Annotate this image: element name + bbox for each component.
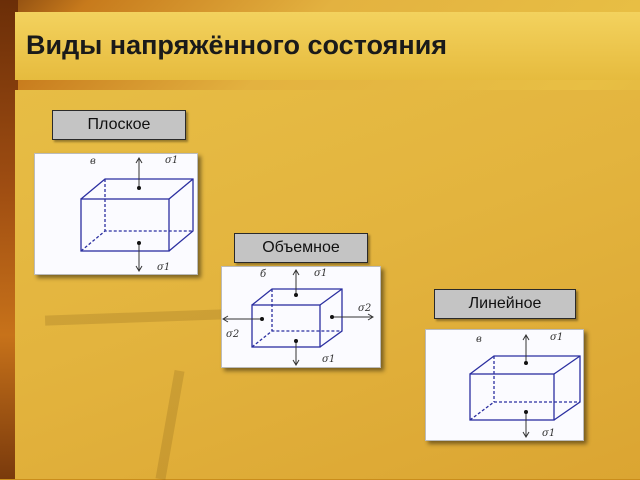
figure-letter: б [260, 269, 267, 280]
cube-edges [469, 355, 581, 421]
sigma-bottom: σ1 [322, 354, 335, 365]
figure-letter: в [90, 156, 96, 167]
stress-point [294, 339, 298, 343]
cube-edges [251, 288, 343, 348]
stress-arrows [522, 334, 530, 438]
label-lineinoe: Линейное [434, 289, 576, 319]
label-ploskoe: Плоское [52, 110, 186, 140]
stress-point [330, 315, 334, 319]
label-text: Объемное [262, 239, 340, 256]
sigma-bottom: σ1 [157, 262, 170, 273]
label-obemnoe: Объемное [234, 233, 368, 263]
figure-linear-stress: в σ1 σ1 [425, 329, 584, 441]
decorative-strip [0, 0, 18, 479]
stress-point [260, 317, 264, 321]
figure-volume-stress: б σ1 σ1 σ2 σ2 [221, 266, 381, 368]
cube-edges [80, 178, 194, 252]
sigma-top: σ1 [165, 155, 178, 166]
title-bar [15, 12, 640, 80]
stress-point [137, 186, 141, 190]
sigma-top: σ1 [550, 332, 563, 343]
stress-point [294, 293, 298, 297]
stress-arrows [135, 157, 143, 272]
figure-letter: в [476, 334, 482, 345]
stress-point [137, 241, 141, 245]
cube-diagram: в σ1 σ1 [469, 332, 581, 439]
label-text: Плоское [87, 116, 151, 133]
slide-title: Виды напряжённого состояния [26, 30, 448, 60]
figure-plane-stress: в σ1 σ1 [34, 153, 198, 275]
sigma-top: σ1 [314, 268, 327, 279]
sigma-right: σ2 [358, 303, 371, 314]
label-text: Линейное [468, 295, 542, 312]
sigma-bottom: σ1 [542, 428, 555, 439]
cube-diagram: в σ1 σ1 [80, 155, 194, 273]
background-silhouette [155, 369, 185, 480]
sigma-left: σ2 [226, 329, 239, 340]
stress-point [524, 361, 528, 365]
stress-point [524, 410, 528, 414]
cube-diagram: б σ1 σ1 σ2 σ2 [222, 268, 374, 366]
stress-arrows [222, 269, 374, 366]
